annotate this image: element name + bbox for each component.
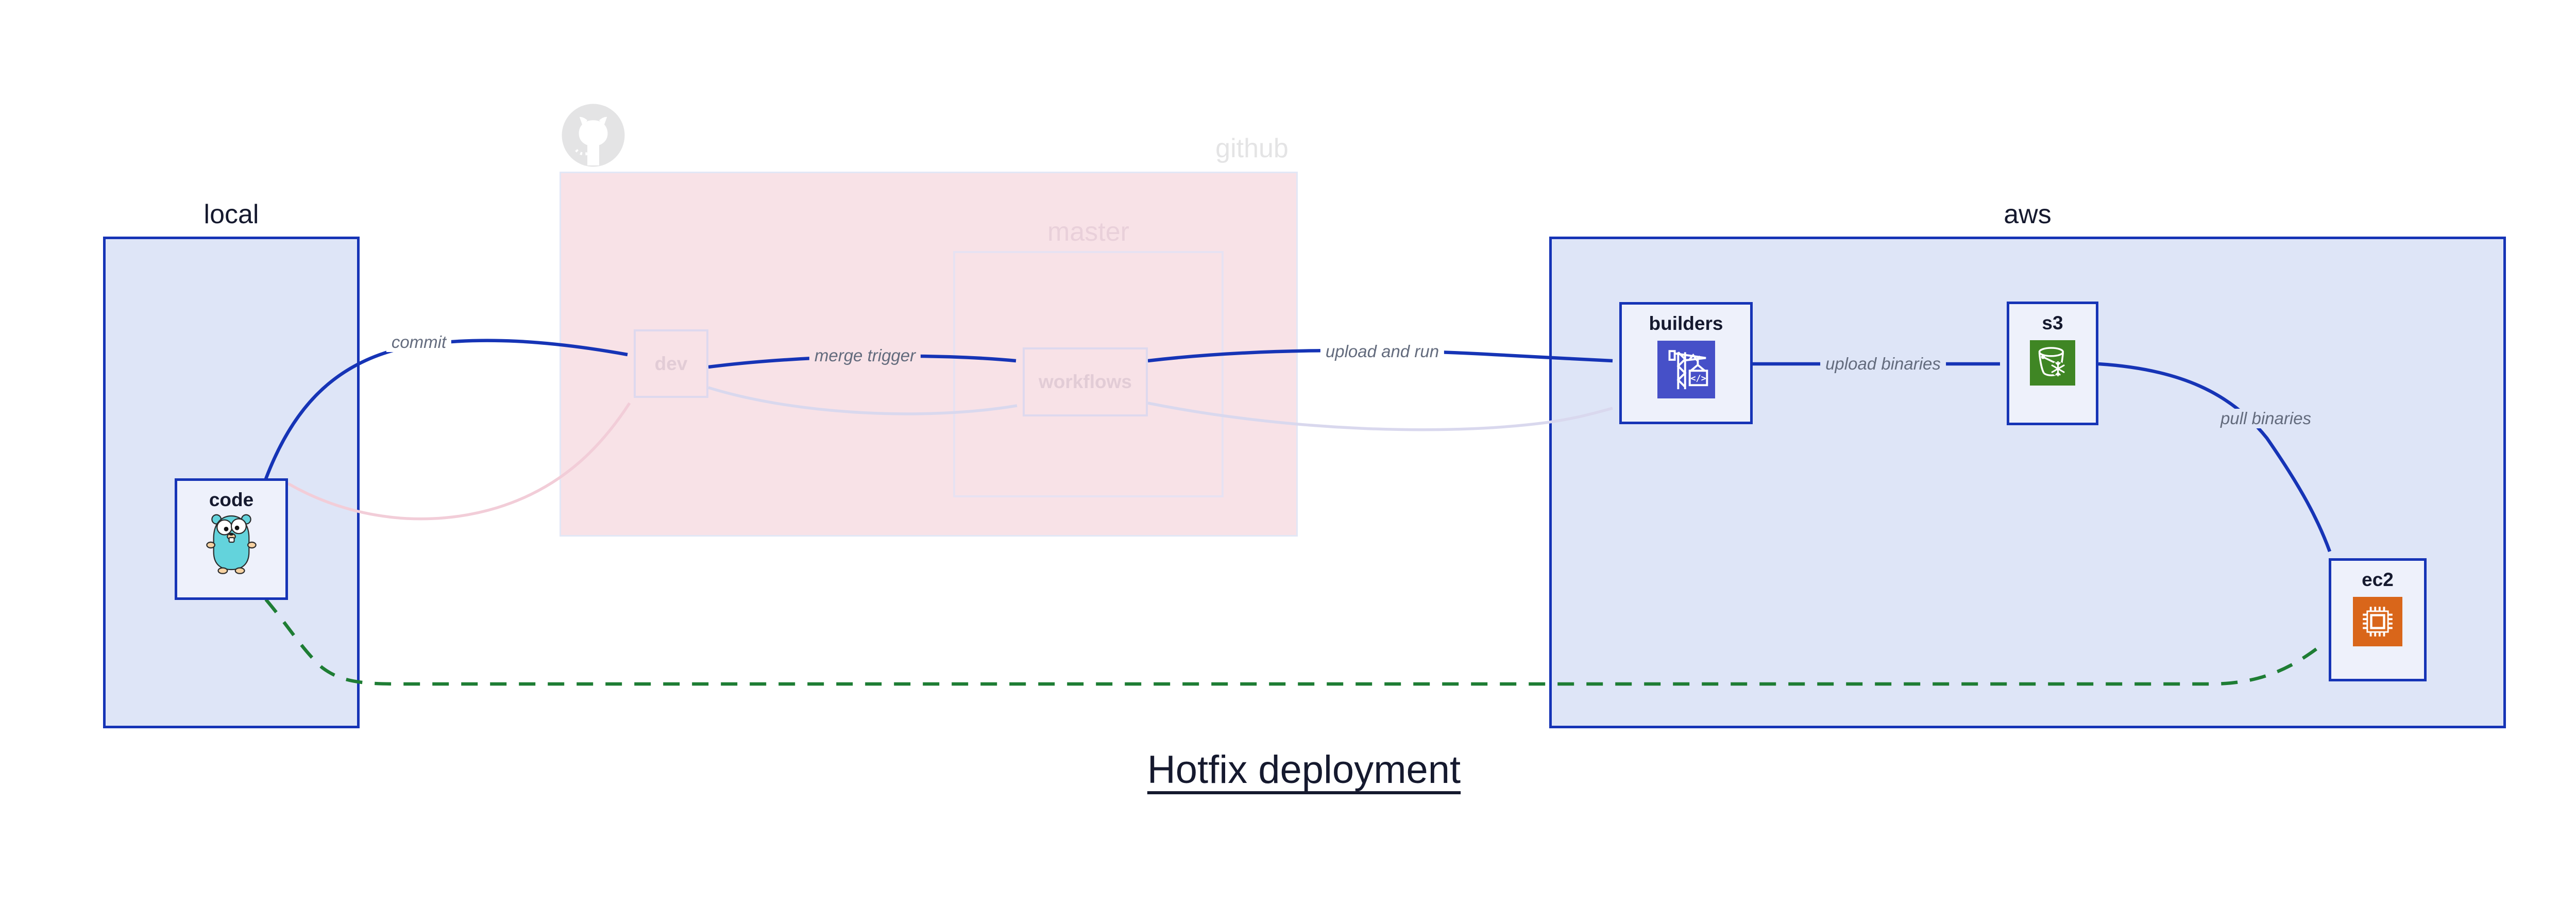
go-gopher-icon	[206, 514, 257, 574]
edge-label-merge-trigger: merge trigger	[809, 346, 921, 365]
node-ec2-label: ec2	[2362, 569, 2394, 590]
node-dev: dev	[634, 329, 708, 398]
edge-hotfix-dashed-line	[264, 598, 2324, 686]
aws-ec2-chip-icon	[2353, 597, 2402, 646]
master-branch-container	[953, 251, 1224, 497]
node-workflows-label: workflows	[1039, 371, 1132, 392]
diagram-title: Hotfix deployment	[1147, 748, 1461, 792]
local-container-label: local	[204, 199, 259, 229]
aws-s3-glacier-bucket-icon	[2030, 340, 2075, 386]
edge-upload-and-run-line	[1147, 348, 1613, 363]
edge-pull-binaries-line	[2098, 362, 2332, 553]
github-octocat-icon	[562, 104, 625, 167]
master-container-label: master	[1047, 217, 1129, 247]
edge-label-upload-and-run: upload and run	[1320, 342, 1445, 361]
edge-commit-line	[264, 339, 628, 480]
node-builders: builders </>	[1619, 302, 1753, 424]
edge-dev-to-workflows-faded-line	[708, 386, 1018, 415]
node-ec2: ec2	[2329, 558, 2427, 681]
node-workflows: workflows	[1023, 347, 1148, 416]
svg-text:</>: </>	[1690, 373, 1706, 383]
edge-workflows-to-builders-faded-line	[1147, 402, 1613, 431]
github-container	[560, 172, 1298, 537]
aws-codebuild-icon: </>	[1657, 341, 1715, 398]
edge-label-upload-binaries: upload binaries	[1820, 354, 1946, 374]
edge-label-commit: commit	[386, 332, 452, 352]
node-s3-label: s3	[2042, 312, 2063, 333]
edge-code-to-dev-faded-line	[287, 402, 631, 521]
github-container-label: github	[1215, 133, 1289, 163]
node-code: code	[175, 478, 288, 600]
aws-container-label: aws	[2004, 199, 2052, 229]
node-code-label: code	[209, 489, 254, 510]
node-builders-label: builders	[1649, 313, 1723, 334]
node-s3: s3	[2007, 302, 2098, 425]
edge-label-pull-binaries: pull binaries	[2215, 409, 2317, 428]
node-dev-label: dev	[654, 353, 688, 374]
